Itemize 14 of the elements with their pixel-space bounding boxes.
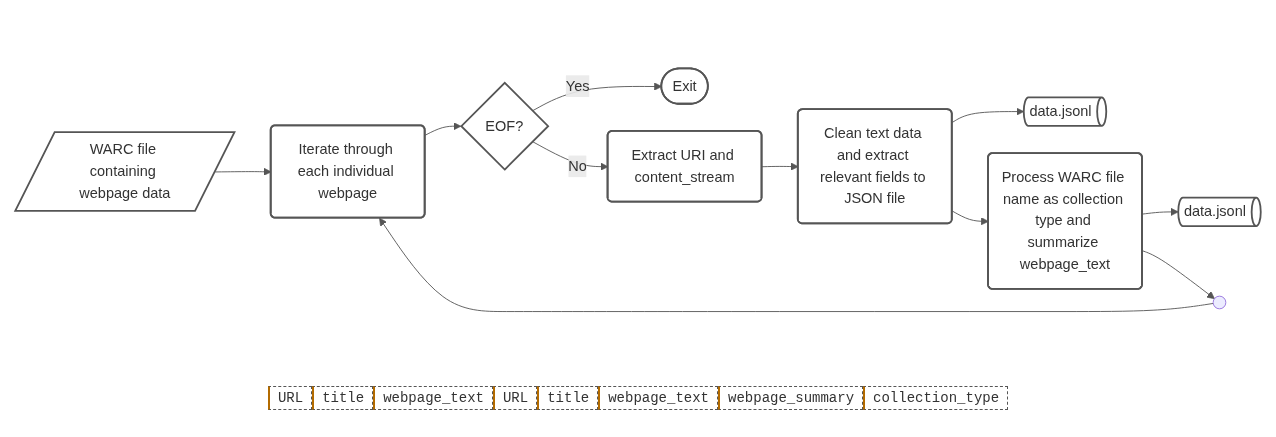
- node-text: data.jsonl: [1183, 203, 1246, 220]
- table-cell: webpage_text: [598, 386, 719, 410]
- table-cell: URL: [492, 386, 538, 410]
- node-circle: [1212, 295, 1227, 310]
- edge-label: No: [568, 158, 587, 174]
- table-cell: webpage_summary: [718, 386, 864, 410]
- table-cell: collection_type: [863, 386, 1009, 410]
- table-cell: webpage_text: [373, 386, 493, 410]
- node-diamond: EOF?: [460, 81, 550, 171]
- edge-label: Yes: [565, 77, 590, 94]
- table-cell: title: [537, 386, 599, 410]
- table-cell: title: [312, 386, 374, 410]
- table-cell: URL: [267, 386, 313, 410]
- node-text: data.jsonl: [1029, 103, 1092, 119]
